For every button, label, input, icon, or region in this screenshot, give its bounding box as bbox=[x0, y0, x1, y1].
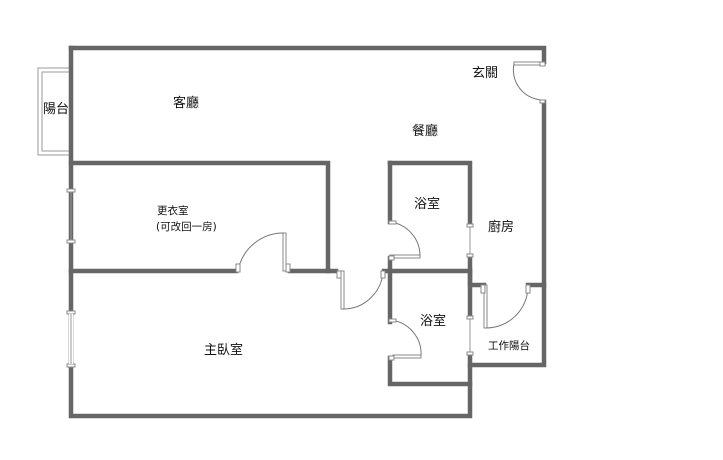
label-bathroom-2: 浴室 bbox=[420, 313, 446, 329]
label-closet-note: (可改回一房) bbox=[156, 220, 217, 233]
window-bath2 bbox=[466, 315, 474, 356]
label-living-room: 客廳 bbox=[173, 95, 199, 111]
closet-door[interactable] bbox=[235, 232, 291, 273]
walls bbox=[68, 45, 547, 419]
balcony-outline bbox=[37, 67, 70, 156]
window-closet bbox=[66, 188, 76, 244]
window-bath1 bbox=[466, 223, 474, 258]
bathroom-2-door[interactable] bbox=[388, 318, 422, 361]
entrance-door[interactable] bbox=[512, 61, 546, 104]
label-kitchen: 廚房 bbox=[488, 219, 514, 235]
label-master-bedroom: 主臥室 bbox=[204, 342, 243, 358]
utility-balcony-door[interactable] bbox=[480, 284, 531, 329]
bedroom-door[interactable] bbox=[336, 270, 386, 310]
bathroom-1-door[interactable] bbox=[388, 220, 421, 261]
label-entrance: 玄關 bbox=[472, 66, 498, 81]
label-balcony: 陽台 bbox=[43, 102, 69, 117]
label-walk-in-closet: 更衣室 bbox=[157, 204, 189, 217]
label-dining-room: 餐廳 bbox=[412, 123, 438, 139]
label-utility-balcony: 工作陽台 bbox=[488, 339, 530, 352]
window-bedroom bbox=[66, 310, 76, 368]
label-bathroom-1: 浴室 bbox=[414, 196, 440, 212]
